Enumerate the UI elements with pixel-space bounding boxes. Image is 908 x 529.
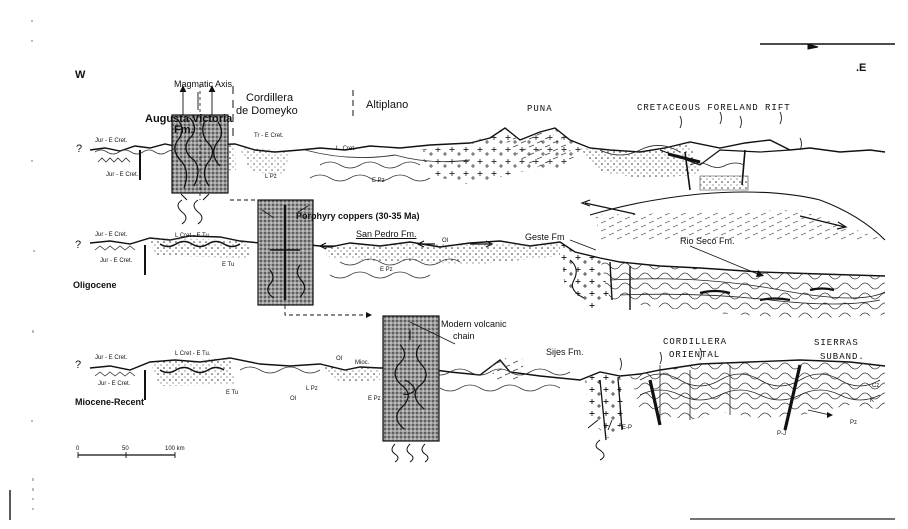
section-cretaceous: [89, 85, 886, 241]
west-label: W: [75, 69, 86, 81]
unit-label: E Pz: [380, 267, 393, 273]
unit-label: Mioc.: [355, 360, 370, 366]
unit-label: E Tu: [226, 390, 239, 396]
unit-label: E Pz: [372, 178, 385, 184]
cordillera-domeyko-label: Cordillera: [246, 92, 294, 104]
miocene-recent-label: Miocene-Recent: [75, 397, 145, 407]
unit-label: Jur - E Cret.: [95, 138, 128, 144]
porphyry-coppers-label: Porphyry coppers (30-35 Ma): [296, 211, 420, 221]
unit-label: Ol: [442, 238, 448, 244]
unit-label: E Tu: [222, 262, 235, 268]
modern-volcanic-label: Modern volcanic: [441, 319, 507, 329]
unit-label: Jur - E Cret.: [100, 258, 133, 264]
unit-label: K: [870, 398, 875, 404]
scale-zero: 0: [76, 446, 80, 452]
unit-label: Tr - E Cret.: [254, 133, 284, 139]
cretaceous-foreland-rift-label: CRETACEOUS FORELAND RIFT: [637, 103, 791, 113]
san-pedro-label: San Pedro Fm.: [356, 229, 417, 239]
section-miocene: [89, 315, 886, 463]
geste-label: Geste Fm: [525, 232, 565, 242]
porphyry-box: [257, 199, 314, 306]
top-question-mark: ?: [76, 143, 83, 155]
sierras-suband-label: SIERRAS: [814, 338, 859, 348]
unit-label: L Pz: [306, 386, 318, 392]
unit-label: Ol: [290, 396, 296, 402]
oligocene-label: Oligocene: [73, 280, 117, 290]
bottom-question-mark: ?: [75, 359, 82, 371]
altiplano-label: Altiplano: [366, 99, 409, 111]
unit-label: L Cret - E Tu.: [175, 351, 211, 357]
volcanic-box: [382, 315, 440, 463]
rio-seco-label: Rio Seco Fm.: [680, 236, 735, 246]
augusta-victoria-fm-label: Fm.: [174, 124, 194, 136]
scale-fifty: 50: [122, 446, 129, 452]
sijes-label: Sijes Fm.: [546, 347, 584, 357]
unit-label: E-P: [622, 425, 633, 431]
puna-label: PUNA: [527, 104, 553, 114]
augusta-victoria-label: Augusta Victoria: [145, 113, 233, 125]
unit-label: Jur - E Cret.: [106, 172, 139, 178]
unit-label: L Cret - E Tu.: [175, 233, 211, 239]
unit-label: Jur - E Cret.: [95, 232, 128, 238]
unit-label: P-J: [777, 431, 786, 437]
magmatic-axis-box: [171, 85, 229, 225]
unit-label: Cz: [872, 383, 880, 389]
unit-label: Jur - E Cret.: [95, 355, 128, 361]
section-oligocene: [89, 199, 886, 318]
unit-label: L. Cret.: [336, 146, 356, 152]
east-label: .E: [856, 62, 867, 74]
margin-specks: [9, 20, 35, 520]
mid-question-mark: ?: [75, 239, 82, 251]
unit-label: E Pz: [368, 396, 381, 402]
unit-label: Ol: [336, 356, 342, 362]
cordillera-domeyko-label-2: de Domeyko: [236, 105, 298, 117]
scale-hundred: 100 km: [165, 446, 185, 452]
scale-bar: [77, 452, 176, 458]
magmatic-axis-label: Magmatic Axis: [174, 79, 233, 89]
sierras-suband-label-2: SUBAND.: [820, 352, 865, 362]
unit-label: Pz: [850, 420, 858, 426]
north-marker: [760, 43, 895, 50]
modern-volcanic-chain-label: chain: [453, 331, 475, 341]
cordillera-oriental-label-2: ORIENTAL: [669, 350, 721, 360]
unit-label: L Pz: [265, 174, 277, 180]
cordillera-oriental-label: CORDILLERA: [663, 337, 728, 347]
unit-label: Jur - E Cret.: [98, 381, 131, 387]
